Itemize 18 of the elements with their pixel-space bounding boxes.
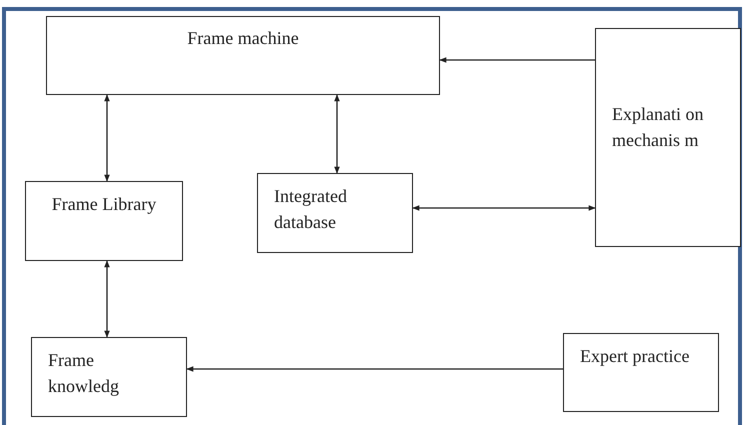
box-label: Frame knowledg — [48, 349, 120, 398]
arrow — [334, 94, 340, 174]
box-label: Explanati on mechanis m — [612, 103, 704, 152]
box-label: Integrated database — [274, 185, 348, 234]
arrow — [104, 94, 110, 182]
process-box — [563, 333, 719, 412]
process-box — [25, 181, 183, 261]
arrow — [439, 57, 595, 63]
process-box — [46, 16, 440, 95]
arrow — [412, 205, 596, 211]
process-box — [257, 173, 413, 253]
process-box — [595, 28, 741, 247]
box-label: Frame machine — [186, 27, 300, 50]
arrow — [104, 260, 110, 338]
arrow — [186, 366, 563, 372]
box-label: Frame Library — [50, 193, 158, 216]
process-box — [31, 337, 187, 417]
box-label: Expert practice — [580, 345, 690, 368]
